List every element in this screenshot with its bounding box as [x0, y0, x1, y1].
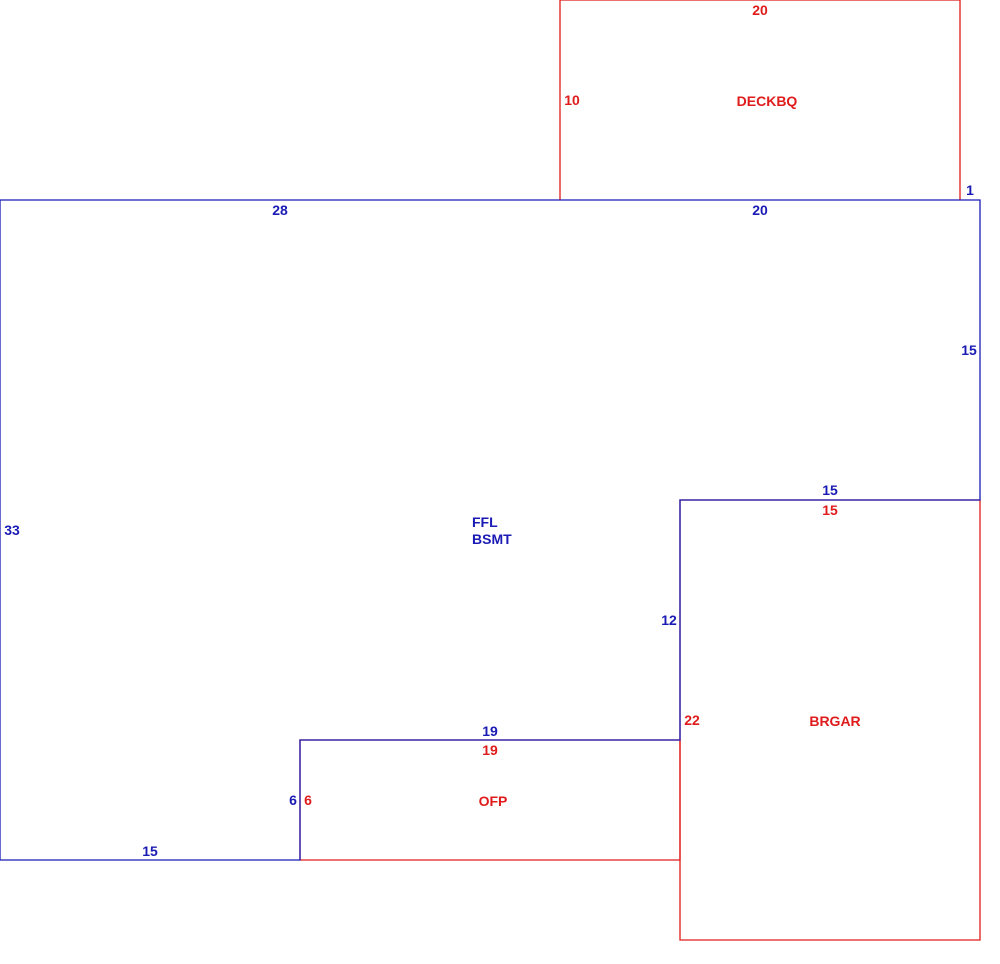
- main-area-label-line2: BSMT: [472, 531, 512, 547]
- dim-main-right-notch: 1: [966, 182, 974, 198]
- deck-area-label: DECKBQ: [737, 93, 798, 109]
- garage-area-label: BRGAR: [809, 713, 860, 729]
- dim-porch-side: 6: [304, 792, 312, 808]
- porch-area-label: OFP: [479, 793, 508, 809]
- dim-garage-top: 15: [822, 502, 838, 518]
- dim-deck-side: 10: [564, 92, 580, 108]
- main-structure-outline: [0, 199, 981, 861]
- dim-main-step-side: 12: [661, 612, 677, 628]
- dim-main-step-top: 15: [822, 482, 838, 498]
- dim-main-porch-side: 6: [289, 792, 297, 808]
- dim-main-left: 33: [4, 522, 20, 538]
- deck-outline: [559, 0, 961, 200]
- dim-main-bottom: 15: [142, 843, 158, 859]
- dim-garage-side: 22: [684, 712, 700, 728]
- dim-main-top-right: 20: [752, 202, 768, 218]
- dim-main-porch-top: 19: [482, 723, 498, 739]
- dim-deck-top: 20: [752, 2, 768, 18]
- dim-main-top-left: 28: [272, 202, 288, 218]
- dim-main-right: 15: [961, 342, 977, 358]
- main-area-label-line1: FFL: [472, 514, 498, 530]
- dim-porch-top: 19: [482, 742, 498, 758]
